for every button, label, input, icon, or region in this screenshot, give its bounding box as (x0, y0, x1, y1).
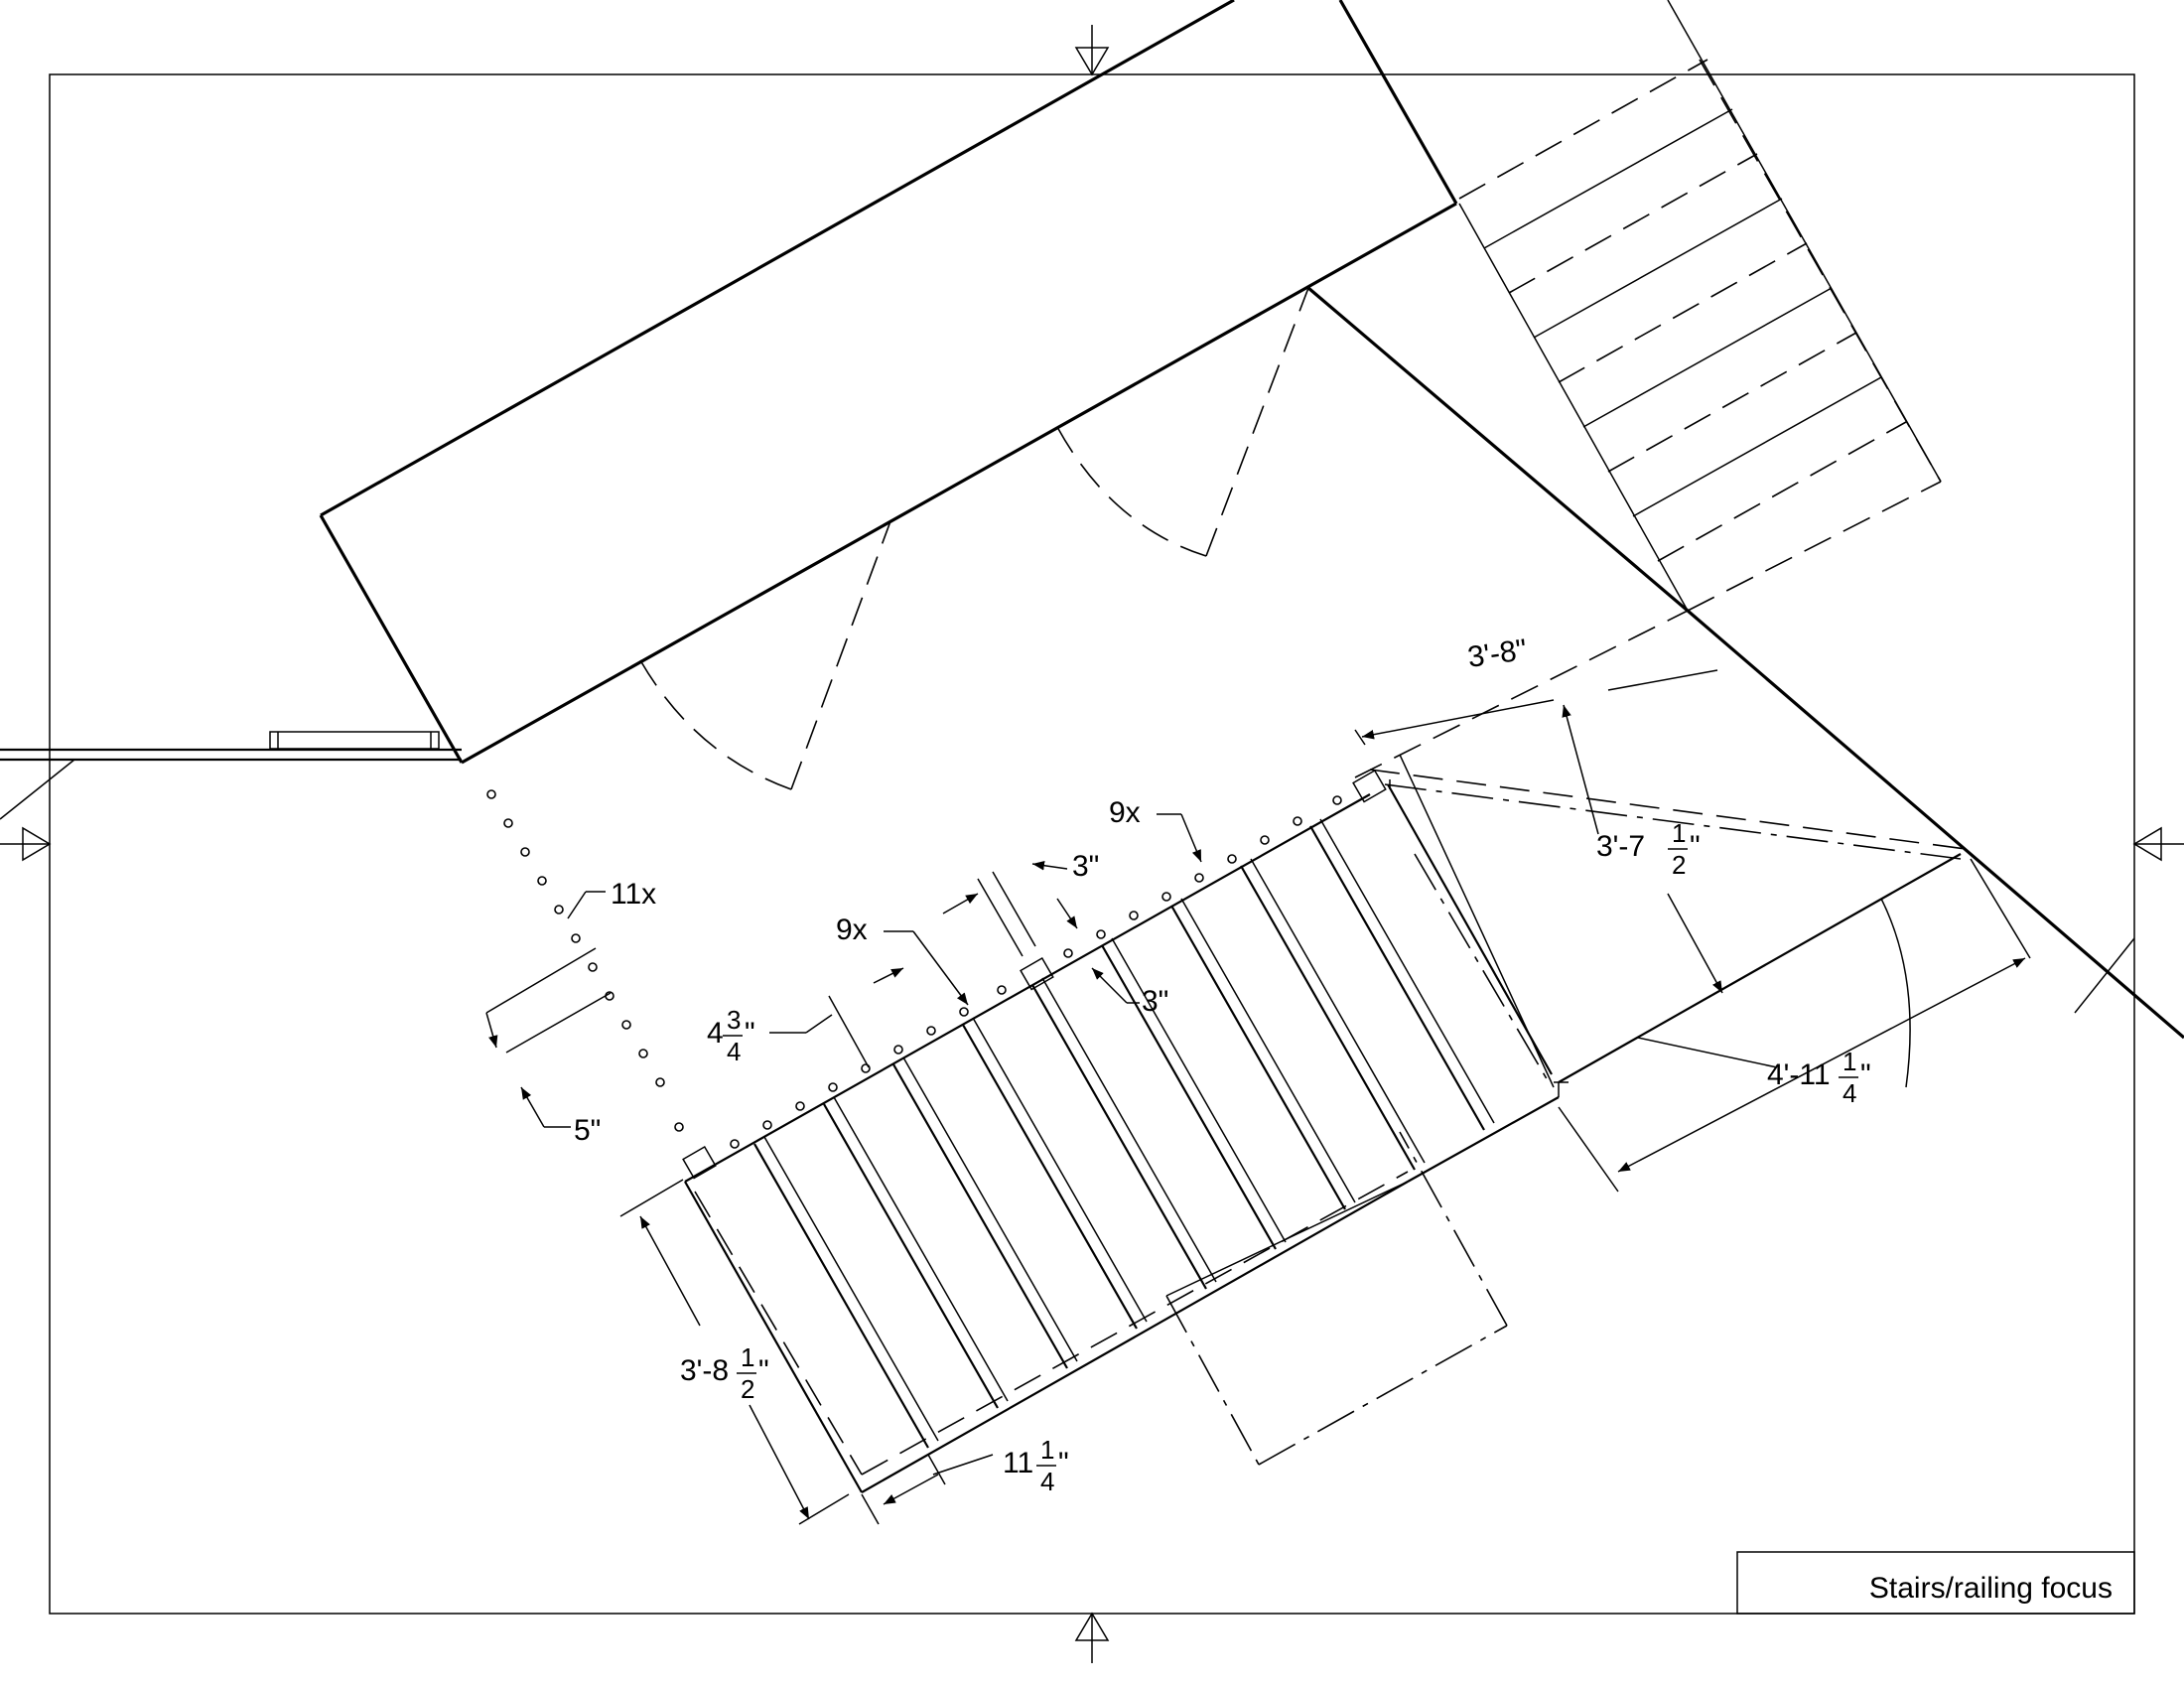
baluster-dots (486, 789, 1342, 1149)
dim-upper-depth-num: 1 (1672, 818, 1686, 848)
sheet-border (49, 73, 2135, 1615)
title-block: Stairs/railing focus (1736, 1551, 2135, 1615)
dim-upper-depth: 3'-7 1 2 " (1596, 818, 1701, 880)
dim-landing-run-unit: " (1860, 1058, 1871, 1091)
section-marker-top (1074, 25, 1110, 76)
dim-upper-depth-unit: " (1690, 830, 1701, 863)
dim-tread-depth-unit: " (1058, 1447, 1069, 1479)
dim-upper-depth-den: 2 (1672, 850, 1686, 880)
dim-baluster-spacing-den: 4 (727, 1037, 741, 1066)
dim-landing-run: 4'-11 1 4 " (1767, 1047, 1871, 1108)
stair-treads (753, 783, 1553, 1449)
section-marker-left (0, 826, 52, 862)
upper-room-outline (319, 0, 2184, 1040)
dim-post-size-upper: 3" (1072, 850, 1099, 883)
dim-post-offset: 5" (574, 1114, 601, 1147)
label-count-run: 9x (836, 914, 868, 946)
dim-tread-depth-num: 1 (1040, 1435, 1054, 1465)
upper-stair-run (1458, 59, 1942, 612)
door-swing-right (1056, 287, 1309, 557)
left-wall (0, 731, 462, 820)
dim-tread-depth-den: 4 (1040, 1467, 1054, 1496)
dim-stair-width-unit: " (758, 1354, 769, 1387)
dim-baluster-spacing-whole: 4 (707, 1017, 724, 1050)
dim-stair-width-whole: 3'-8 (680, 1354, 729, 1387)
dim-stair-width-num: 1 (741, 1342, 754, 1372)
dim-upper-depth-whole: 3'-7 (1596, 830, 1645, 863)
dim-baluster-spacing: 4 3 4 " (707, 1005, 755, 1066)
dim-upper-width: 3'-8" (1465, 633, 1529, 674)
dim-post-size-lower: 3" (1142, 985, 1168, 1018)
main-stair (682, 769, 1409, 1493)
dim-baluster-spacing-num: 3 (727, 1005, 741, 1035)
dim-landing-run-num: 1 (1843, 1047, 1856, 1076)
section-marker-right (2132, 826, 2184, 862)
dim-stair-width: 3'-8 1 2 " (680, 1342, 769, 1404)
dim-baluster-spacing-unit: " (745, 1017, 755, 1050)
dimension-lines (485, 669, 2031, 1525)
dim-tread-depth-whole: 11 (1003, 1447, 1033, 1479)
dim-landing-run-den: 4 (1843, 1078, 1856, 1108)
dim-stair-width-den: 2 (741, 1374, 754, 1404)
dim-tread-depth: 11 1 4 " (1003, 1435, 1069, 1496)
label-count-upper: 9x (1109, 796, 1141, 829)
dimension-labels: 3'-8" 3'-7 1 2 " 4'-11 1 4 " 3'-8 1 2 " … (574, 633, 1871, 1496)
projection-box (1165, 853, 1550, 1466)
label-count-side: 11x (611, 878, 656, 911)
section-marker-bottom (1074, 1612, 1110, 1663)
title-block-label: Stairs/railing focus (1869, 1572, 2113, 1605)
door-swing-left (639, 520, 891, 790)
dim-landing-run-whole: 4'-11 (1767, 1058, 1831, 1091)
landing (1354, 610, 1967, 1183)
